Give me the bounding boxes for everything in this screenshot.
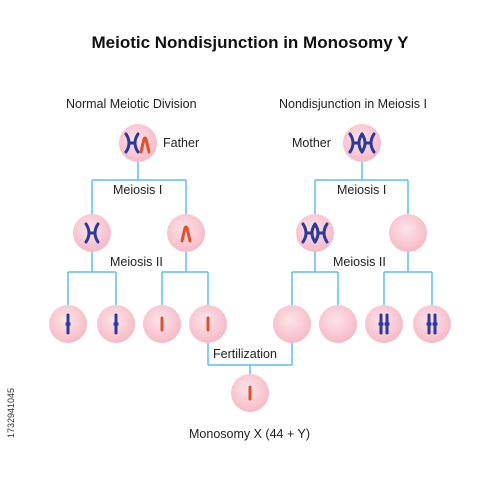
right-meiosis1-cell-empty [389,214,427,252]
right-meiosis1-label: Meiosis I [335,183,389,197]
right-gamete-empty-2 [319,305,357,343]
mother-cell [343,124,381,162]
fertilization-lines [207,343,293,375]
father-cell [119,124,157,162]
right-meiosis1-cell-xx [296,214,334,252]
right-gamete-empty-1 [273,305,311,343]
right-meiosis2-label: Meiosis II [331,255,388,269]
diagram-title: Meiotic Nondisjunction in Monosomy Y [91,33,409,52]
result-label: Monosomy X (44 + Y) [189,427,311,441]
right-gamete-xx-1 [365,305,403,343]
zygote-cell [231,374,269,412]
father-label: Father [163,136,200,150]
left-tree-lines [67,162,209,305]
left-gamete-x-2 [97,305,135,343]
left-header: Normal Meiotic Division [66,97,197,111]
right-header: Nondisjunction in Meiosis I [279,97,427,111]
left-meiosis1-label: Meiosis I [111,183,165,197]
left-gamete-y-2 [189,305,227,343]
stock-id: 1732941045 [6,387,16,438]
left-gamete-y-1 [143,305,181,343]
right-gamete-xx-2 [413,305,451,343]
fertilization-label: Fertilization [211,347,279,361]
left-meiosis2-label: Meiosis II [108,255,165,269]
left-meiosis1-cell-x [73,214,111,252]
left-gamete-x-1 [49,305,87,343]
mother-label: Mother [292,136,331,150]
left-meiosis1-cell-y [167,214,205,252]
right-tree-lines [291,162,433,305]
